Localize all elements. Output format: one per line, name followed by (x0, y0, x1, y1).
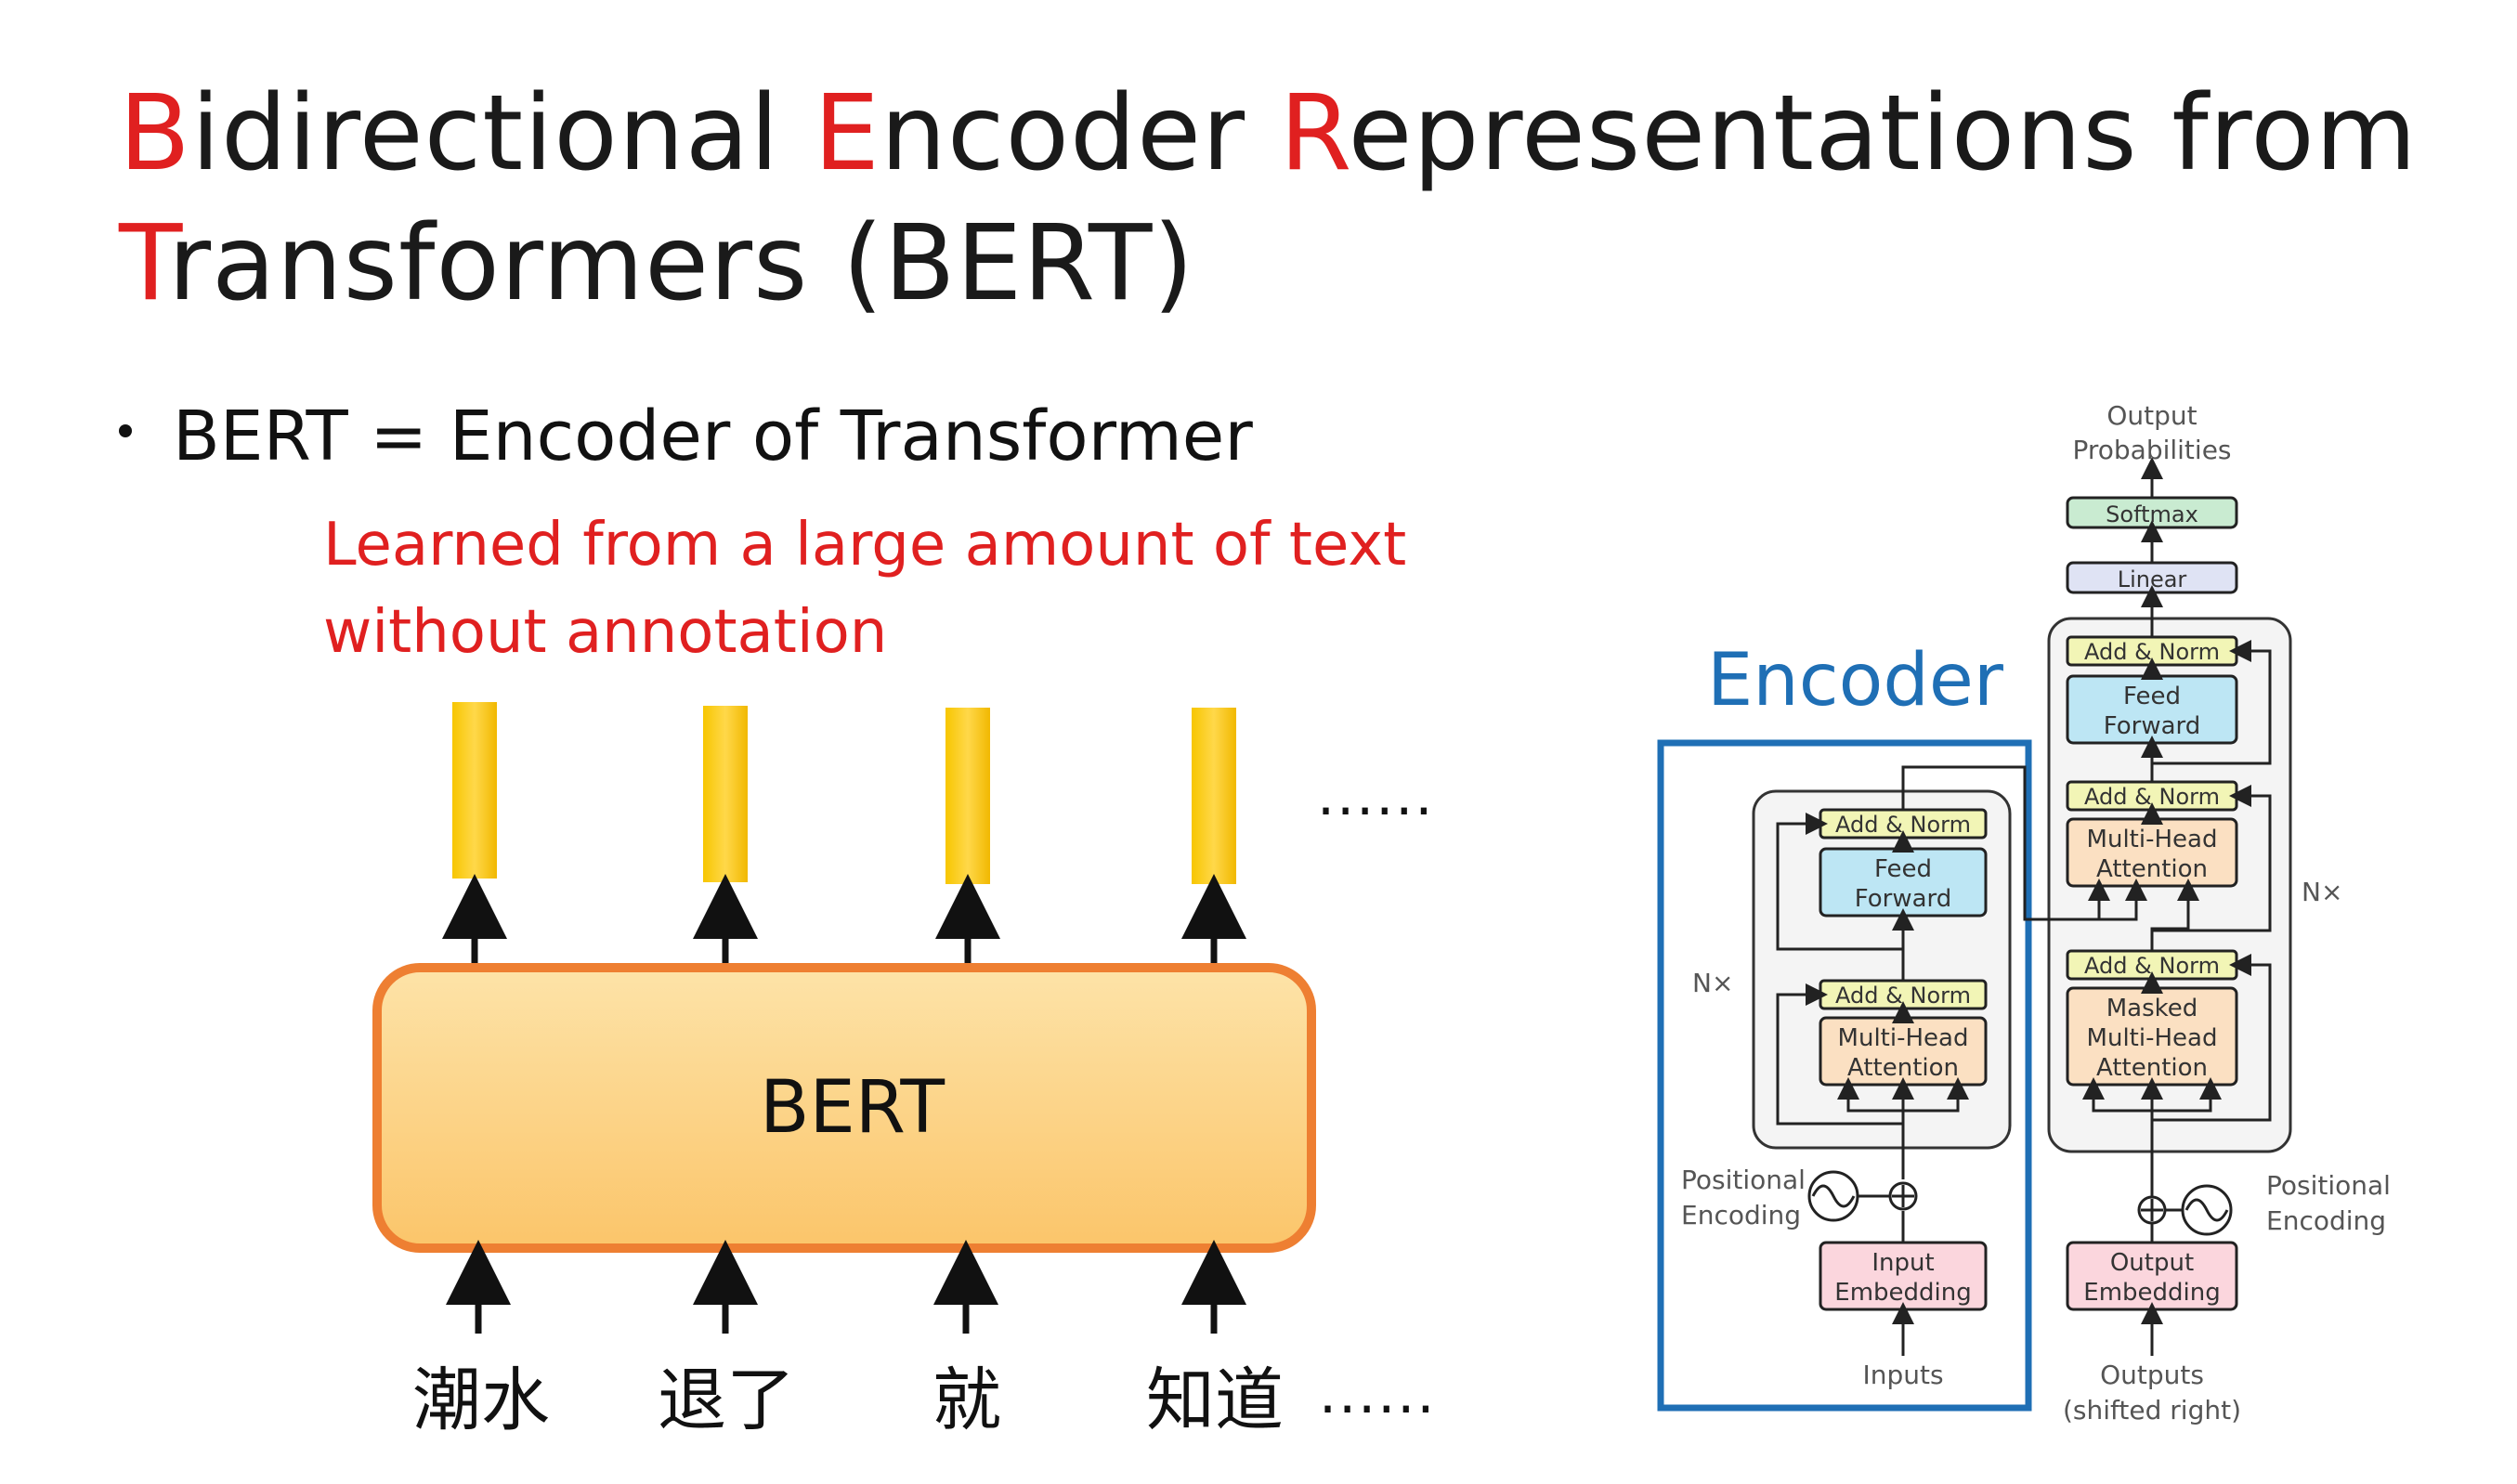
encoder-label: Encoder (1707, 639, 2003, 722)
output-vector-1 (452, 702, 497, 879)
output-embedding-line2: Embedding (2083, 1279, 2220, 1307)
enc-feed-forward-line1: Feed (1874, 855, 1932, 883)
title-initial-e: E (814, 73, 880, 194)
dec-add-norm-3-label: Add & Norm (2084, 639, 2220, 665)
annotation-note: Learned from a large amount of text with… (323, 501, 1406, 676)
dec-feed-forward-line2: Forward (2104, 712, 2201, 740)
dec-masked-line2: Multi-Head (2087, 1024, 2218, 1052)
input-ellipsis: ...... (1319, 1361, 1437, 1426)
enc-positional-line1: Positional (1681, 1165, 1806, 1195)
title-word-representations: epresentations from (1348, 73, 2418, 194)
input-token-2: 退了 (658, 1360, 795, 1440)
dec-multi-head-line2: Attention (2096, 855, 2208, 883)
bert-label: BERT (760, 1066, 945, 1150)
bullet-item: BERT = Encoder of Transformer (119, 395, 1253, 478)
encoder-highlight-frame (1657, 739, 2032, 1412)
enc-add-norm-bottom-label: Add & Norm (1835, 983, 1971, 1009)
title-initial-b: B (119, 73, 191, 194)
enc-feed-forward-line2: Forward (1855, 885, 1952, 913)
enc-multi-head-line1: Multi-Head (1838, 1024, 1969, 1052)
input-token-1: 潮水 (412, 1360, 550, 1440)
input-token-4: 知道 (1146, 1360, 1284, 1440)
softmax-label: Softmax (2106, 501, 2198, 527)
output-ellipsis: ...... (1317, 763, 1435, 828)
output-probabilities-line1: Output (2106, 400, 2197, 431)
transformer-diagram: Output Probabilities Softmax Linear Add … (1657, 400, 2391, 1425)
note-line-1: Learned from a large amount of text (323, 511, 1407, 579)
title-word-bidirectional: idirectional (190, 73, 815, 194)
title-line-2: Transformers (BERT) (119, 199, 2422, 329)
dec-masked-line3: Attention (2096, 1054, 2208, 1082)
bullet-text: BERT = Encoder of Transformer (173, 397, 1253, 476)
enc-positional-line2: Encoding (1681, 1200, 1801, 1230)
dec-multi-head-line1: Multi-Head (2087, 826, 2218, 853)
input-embedding-line2: Embedding (1834, 1279, 1971, 1307)
input-embedding-line1: Input (1871, 1249, 1934, 1277)
dec-masked-line1: Masked (2106, 995, 2198, 1022)
dec-positional-line1: Positional (2266, 1170, 2391, 1201)
title-word-transformers: ransformers (BERT) (167, 203, 1195, 324)
dec-add-norm-1-label: Add & Norm (2084, 953, 2220, 979)
dec-nx-label: N× (2302, 877, 2342, 907)
bullet-dot-icon (119, 424, 132, 438)
dec-add-norm-2-label: Add & Norm (2084, 784, 2220, 810)
title-initial-r: R (1279, 73, 1349, 194)
bert-box (372, 963, 1316, 1253)
enc-add-norm-top-label: Add & Norm (1835, 812, 1971, 838)
note-line-2: without annotation (323, 598, 888, 667)
output-vector-4 (1192, 708, 1236, 884)
enc-nx-label: N× (1692, 968, 1733, 998)
title-word-encoder: ncoder (880, 73, 1280, 194)
bert-diagram (372, 702, 1316, 1334)
output-vector-2 (703, 706, 748, 882)
outputs-line2: (shifted right) (2063, 1395, 2241, 1425)
enc-multi-head-line2: Attention (1847, 1054, 1959, 1082)
output-vector-3 (946, 708, 990, 884)
inputs-label: Inputs (1862, 1360, 1943, 1390)
dec-feed-forward-line1: Feed (2123, 683, 2181, 710)
output-probabilities-line2: Probabilities (2072, 435, 2231, 465)
title-initial-t: T (119, 203, 168, 324)
outputs-line1: Outputs (2100, 1360, 2204, 1390)
title-line-1: Bidirectional Encoder Representations fr… (119, 69, 2422, 199)
slide-title: Bidirectional Encoder Representations fr… (119, 69, 2422, 329)
output-embedding-line1: Output (2110, 1249, 2194, 1277)
dec-positional-line2: Encoding (2266, 1205, 2386, 1236)
linear-label: Linear (2118, 566, 2187, 592)
input-token-3: 就 (932, 1360, 1001, 1440)
encoder-stack-outline (1752, 789, 2012, 1150)
